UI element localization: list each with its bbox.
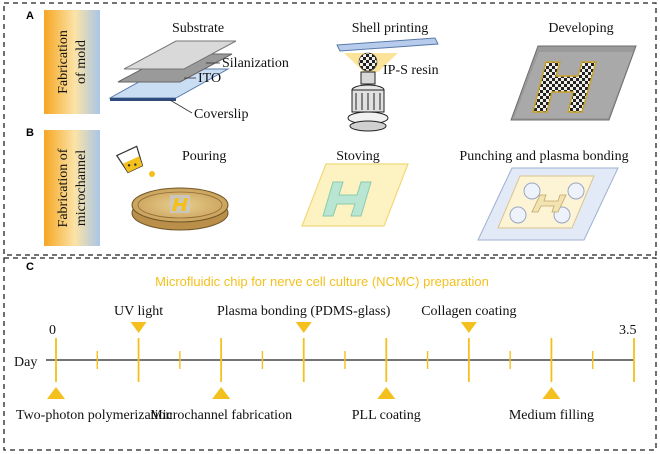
- substrate-title: Substrate: [172, 21, 224, 36]
- event-marker-above: [295, 322, 312, 333]
- event-marker-below: [377, 387, 396, 399]
- punching-title: Punching and plasma bonding: [459, 149, 628, 164]
- panel-b-side-label-line2: microchannel: [74, 150, 89, 226]
- shell-printing-illustration: [336, 37, 439, 132]
- timeline-marks: UV light Plasma bonding (PDMS-glass) Colla…: [16, 304, 635, 423]
- layer-label-coverslip: Coverslip: [194, 107, 248, 122]
- axis-start-label: 0: [49, 323, 56, 338]
- timeline-title: Microfluidic chip for nerve cell culture…: [155, 274, 489, 289]
- event-label-above: UV light: [114, 304, 163, 319]
- pouring-illustration: [115, 145, 229, 231]
- event-label-below: PLL coating: [352, 408, 421, 423]
- shell-printing-title: Shell printing: [352, 21, 429, 36]
- pouring-title: Pouring: [182, 149, 226, 164]
- stoving-title: Stoving: [336, 149, 380, 164]
- event-label-above: Collagen coating: [421, 304, 516, 319]
- panel-a-side-label-line2: of mold: [74, 40, 89, 84]
- stoving-illustration: [301, 163, 409, 227]
- event-marker-below: [212, 387, 231, 399]
- event-label-above: Plasma bonding (PDMS-glass): [217, 304, 391, 319]
- panel-a-letter: A: [26, 10, 34, 22]
- event-marker-above: [130, 322, 147, 333]
- developed-mold-illustration: [510, 45, 637, 121]
- layer-label-silanization: Silanization: [222, 56, 289, 71]
- punching-bonding-illustration: [477, 167, 619, 241]
- event-marker-below: [542, 387, 561, 399]
- resin-label: IP-S resin: [383, 63, 439, 78]
- event-marker-below: [47, 387, 65, 399]
- axis-end-label: 3.5: [619, 323, 637, 338]
- panel-c-frame: [3, 257, 657, 451]
- event-label-below: Microchannel fabrication: [150, 408, 292, 423]
- panel-a-side-label-line1: Fabrication: [56, 30, 71, 94]
- panel-a-side-band: [44, 10, 100, 114]
- panel-b-letter: B: [26, 127, 34, 139]
- layer-label-ito: ITO: [198, 71, 221, 86]
- event-label-below: Two-photon polymerization: [16, 408, 173, 423]
- panel-c-letter: C: [26, 261, 34, 273]
- panel-b-side-label-line1: Fabrication of: [56, 148, 71, 227]
- event-label-below: Medium filling: [509, 408, 594, 423]
- event-marker-above: [460, 322, 477, 333]
- substrate-stack-illustration: [108, 40, 237, 114]
- axis-label-day: Day: [14, 355, 37, 370]
- panel-ab-frame: [3, 2, 657, 256]
- developing-title: Developing: [548, 21, 613, 36]
- panel-b-side-band: [44, 130, 100, 246]
